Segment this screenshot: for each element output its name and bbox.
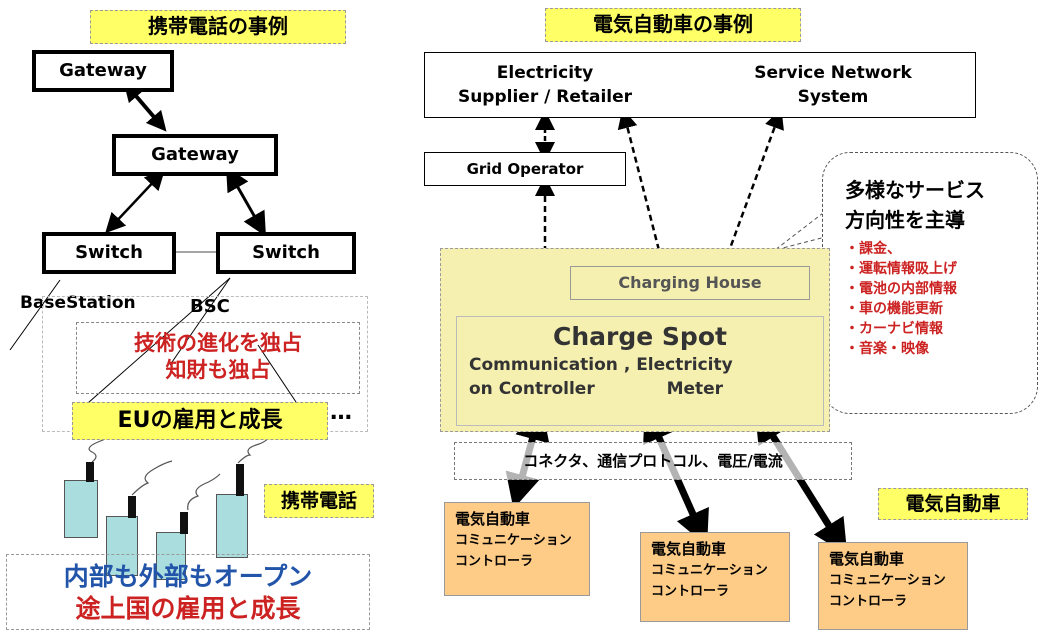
open-line1: 内部も外部もオープン (63, 562, 313, 591)
open-line2: 途上国の雇用と成長 (75, 594, 301, 623)
ev-case-title: 電気自動車の事例 (545, 8, 801, 42)
supplier-label: Electricity Supplier / Retailer (457, 63, 633, 107)
connector-standard-label: コネクタ、通信プロトコル、電圧/電流 (454, 442, 852, 480)
ellipsis-label: … (330, 400, 352, 425)
gateway-switch-left-arrow (105, 169, 165, 234)
basestation-label: BaseStation (20, 293, 136, 313)
callout-item: ・課金、 (845, 241, 901, 257)
charging-house-box: Charging House (570, 266, 810, 300)
gateway-mid-box: Gateway (112, 134, 278, 176)
charge-spot-label: Charge Spot (553, 322, 727, 351)
bsc-label: BSC (190, 296, 230, 317)
service-network-label: Service Network System (754, 63, 912, 107)
mobile-phone-label: 携帯電話 (264, 484, 374, 518)
factory-building (106, 516, 138, 576)
car-line3: コントローラ (829, 594, 908, 609)
factory-chimney (180, 512, 188, 534)
switch-left-box: Switch (42, 232, 176, 274)
monopoly-line2: 知財も独占 (165, 358, 271, 382)
eu-employment-label: EUの雇用と成長 (72, 402, 328, 440)
mobile-case-title: 携帯電話の事例 (90, 10, 346, 44)
controller-line2-a: on Controller (469, 379, 595, 399)
car-title: 電気自動車 (651, 540, 727, 558)
switch-branch-line-a (169, 277, 231, 366)
ev-controller-box-3: 電気自動車 コミュニケーション コントローラ (818, 542, 968, 630)
car-title: 電気自動車 (455, 510, 531, 528)
factory-building (216, 494, 248, 558)
callout-item: ・電池の内部情報 (845, 281, 957, 297)
car-line2: コミュニケーション (829, 573, 946, 588)
callout-title-2: 方向性を主導 (845, 208, 965, 232)
factory-chimney (86, 462, 94, 482)
switch-branch-line-b (79, 277, 231, 411)
callout-item: ・音楽・映像 (845, 341, 929, 357)
meter-label: Meter (666, 379, 724, 399)
ev-controller-box-2: 電気自動車 コミュニケーション コントローラ (640, 532, 790, 622)
gateway-switch-right-arrow (226, 166, 266, 237)
car-title: 電気自動車 (829, 550, 905, 568)
charge-spot-region (440, 248, 830, 432)
ev-label: 電気自動車 (878, 488, 1028, 520)
callout-item: ・車の機能更新 (845, 301, 943, 317)
switch-branch-line-c (257, 344, 297, 403)
monopoly-line1: 技術の進化を独占 (134, 331, 302, 355)
switch-right-box: Switch (216, 232, 356, 274)
factory-chimney (236, 464, 244, 496)
car-line3: コントローラ (651, 584, 730, 599)
callout-item: ・運転情報吸上げ (845, 261, 957, 277)
callout-item: ・カーナビ情報 (845, 321, 943, 337)
supplier-service-box: Electricity Supplier / Retailer Service … (424, 52, 976, 118)
callout-title-1: 多様なサービス (845, 178, 985, 202)
charge-spot-box: Charge Spot Communication , Electricity … (456, 316, 824, 426)
supplier-charging-arrow (617, 108, 670, 272)
services-callout: 多様なサービス 方向性を主導 ・課金、 ・運転情報吸上げ ・電池の内部情報 ・車… (822, 152, 1038, 414)
car-line2: コミュニケーション (455, 533, 572, 548)
factory-building (64, 480, 98, 538)
gateway-link-arrow (123, 81, 167, 132)
factory-building (156, 532, 186, 580)
factory-chimney (128, 496, 136, 518)
basestation-line (9, 279, 61, 351)
ev-controller-box-1: 電気自動車 コミュニケーション コントローラ (444, 502, 590, 596)
car-line3: コントローラ (455, 554, 534, 569)
car-line2: コミュニケーション (651, 563, 768, 578)
service-charging-arrow (719, 108, 784, 272)
grid-operator-box: Grid Operator (424, 152, 626, 186)
car3-arrow (754, 407, 848, 555)
gateway-top-box: Gateway (32, 50, 174, 92)
controller-line1: Communication , Electricity (469, 355, 733, 375)
monopoly-box: 技術の進化を独占 知財も独占 (76, 322, 360, 394)
